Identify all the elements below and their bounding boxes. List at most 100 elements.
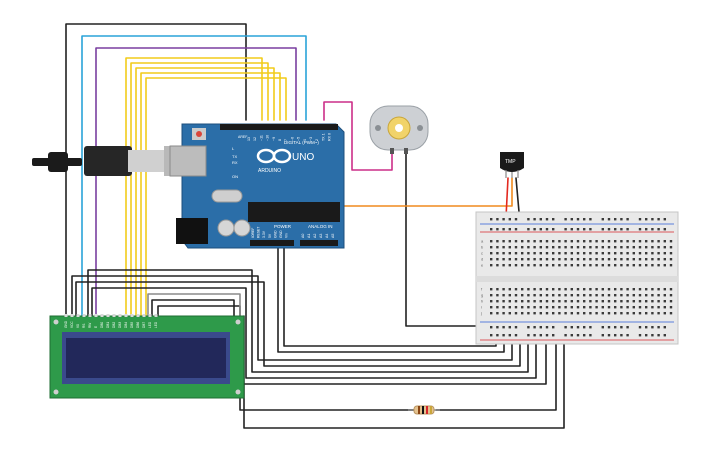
breadboard-hole[interactable] <box>508 240 511 243</box>
breadboard-hole[interactable] <box>583 252 586 255</box>
breadboard-hole[interactable] <box>570 288 573 291</box>
breadboard-hole[interactable] <box>552 258 555 261</box>
breadboard-hole[interactable] <box>527 288 530 291</box>
breadboard-hole[interactable] <box>595 306 598 309</box>
breadboard-hole[interactable] <box>576 252 580 255</box>
breadboard-hole[interactable] <box>583 294 586 297</box>
breadboard-hole[interactable] <box>645 312 648 315</box>
breadboard-hole[interactable] <box>626 312 629 315</box>
breadboard-rail-hole[interactable] <box>614 228 617 231</box>
breadboard-hole[interactable] <box>669 246 673 249</box>
breadboard-hole[interactable] <box>533 288 536 291</box>
breadboard-rail-hole[interactable] <box>496 218 499 221</box>
breadboard-hole[interactable] <box>570 246 573 249</box>
breadboard-rail-hole[interactable] <box>620 228 623 231</box>
breadboard-rail-hole[interactable] <box>583 334 586 337</box>
breadboard-rail-hole[interactable] <box>651 228 654 231</box>
breadboard-hole[interactable] <box>638 312 642 315</box>
breadboard-hole[interactable] <box>490 246 493 249</box>
breadboard-hole[interactable] <box>669 288 673 291</box>
breadboard-hole[interactable] <box>514 306 518 309</box>
breadboard-rail-hole[interactable] <box>620 334 623 337</box>
breadboard-hole[interactable] <box>502 300 505 303</box>
breadboard-hole[interactable] <box>539 264 542 267</box>
breadboard-hole[interactable] <box>657 240 660 243</box>
breadboard-rail-hole[interactable] <box>533 334 536 337</box>
breadboard-rail-hole[interactable] <box>502 228 505 231</box>
breadboard-hole[interactable] <box>620 252 623 255</box>
breadboard-hole[interactable] <box>521 252 524 255</box>
breadboard-rail-hole[interactable] <box>527 228 530 231</box>
breadboard-hole[interactable] <box>576 312 580 315</box>
breadboard-hole[interactable] <box>533 312 536 315</box>
breadboard-hole[interactable] <box>570 258 573 261</box>
breadboard-hole[interactable] <box>564 288 567 291</box>
breadboard-hole[interactable] <box>514 258 518 261</box>
breadboard-hole[interactable] <box>607 288 611 291</box>
breadboard-hole[interactable] <box>638 252 642 255</box>
breadboard-hole[interactable] <box>663 300 666 303</box>
breadboard-hole[interactable] <box>570 312 573 315</box>
wire-blue[interactable] <box>81 35 307 317</box>
breadboard-rail-hole[interactable] <box>539 334 542 337</box>
breadboard-hole[interactable] <box>558 294 561 297</box>
breadboard-hole[interactable] <box>645 252 648 255</box>
breadboard-hole[interactable] <box>632 294 635 297</box>
breadboard-rail-hole[interactable] <box>583 218 586 221</box>
breadboard-hole[interactable] <box>539 288 542 291</box>
breadboard-hole[interactable] <box>545 240 549 243</box>
breadboard-hole[interactable] <box>521 306 524 309</box>
wire-lcd-bundle[interactable] <box>71 269 565 429</box>
breadboard-hole[interactable] <box>564 252 567 255</box>
lcd-pin[interactable] <box>100 314 104 317</box>
breadboard-rail-hole[interactable] <box>651 334 654 337</box>
breadboard-rail-hole[interactable] <box>533 326 536 329</box>
breadboard-rail-hole[interactable] <box>645 218 648 221</box>
breadboard-hole[interactable] <box>564 300 567 303</box>
breadboard-hole[interactable] <box>607 312 611 315</box>
breadboard-hole[interactable] <box>552 300 555 303</box>
breadboard-hole[interactable] <box>607 300 611 303</box>
breadboard-hole[interactable] <box>514 264 518 267</box>
breadboard-hole[interactable] <box>614 312 617 315</box>
breadboard-hole[interactable] <box>626 288 629 291</box>
breadboard-rail-hole[interactable] <box>583 326 586 329</box>
lcd-pin[interactable] <box>142 314 146 317</box>
breadboard-hole[interactable] <box>545 288 549 291</box>
breadboard-hole[interactable] <box>508 246 511 249</box>
breadboard-hole[interactable] <box>589 312 592 315</box>
breadboard-hole[interactable] <box>607 264 611 267</box>
breadboard-hole[interactable] <box>657 264 660 267</box>
breadboard-hole[interactable] <box>583 246 586 249</box>
breadboard-hole[interactable] <box>545 294 549 297</box>
breadboard-hole[interactable] <box>651 300 654 303</box>
breadboard-rail-hole[interactable] <box>539 218 542 221</box>
breadboard-rail-hole[interactable] <box>583 228 586 231</box>
breadboard-hole[interactable] <box>651 288 654 291</box>
breadboard-hole[interactable] <box>638 264 642 267</box>
breadboard-hole[interactable] <box>533 300 536 303</box>
breadboard-hole[interactable] <box>589 246 592 249</box>
breadboard-hole[interactable] <box>663 240 666 243</box>
breadboard-hole[interactable] <box>576 306 580 309</box>
breadboard-hole[interactable] <box>533 252 536 255</box>
lcd-pin[interactable] <box>106 314 110 317</box>
breadboard-hole[interactable] <box>632 288 635 291</box>
breadboard-hole[interactable] <box>514 252 518 255</box>
breadboard-hole[interactable] <box>657 252 660 255</box>
breadboard-hole[interactable] <box>651 306 654 309</box>
breadboard-hole[interactable] <box>533 246 536 249</box>
breadboard-hole[interactable] <box>632 252 635 255</box>
lcd-pin[interactable] <box>118 314 122 317</box>
breadboard-rail-hole[interactable] <box>626 334 629 337</box>
breadboard-rail-hole[interactable] <box>496 326 499 329</box>
breadboard-rail-hole[interactable] <box>645 228 648 231</box>
breadboard-hole[interactable] <box>564 294 567 297</box>
breadboard-rail-hole[interactable] <box>552 326 555 329</box>
breadboard-hole[interactable] <box>663 312 666 315</box>
breadboard-hole[interactable] <box>651 294 654 297</box>
breadboard-hole[interactable] <box>496 252 499 255</box>
breadboard-hole[interactable] <box>545 258 549 261</box>
breadboard-hole[interactable] <box>595 288 598 291</box>
